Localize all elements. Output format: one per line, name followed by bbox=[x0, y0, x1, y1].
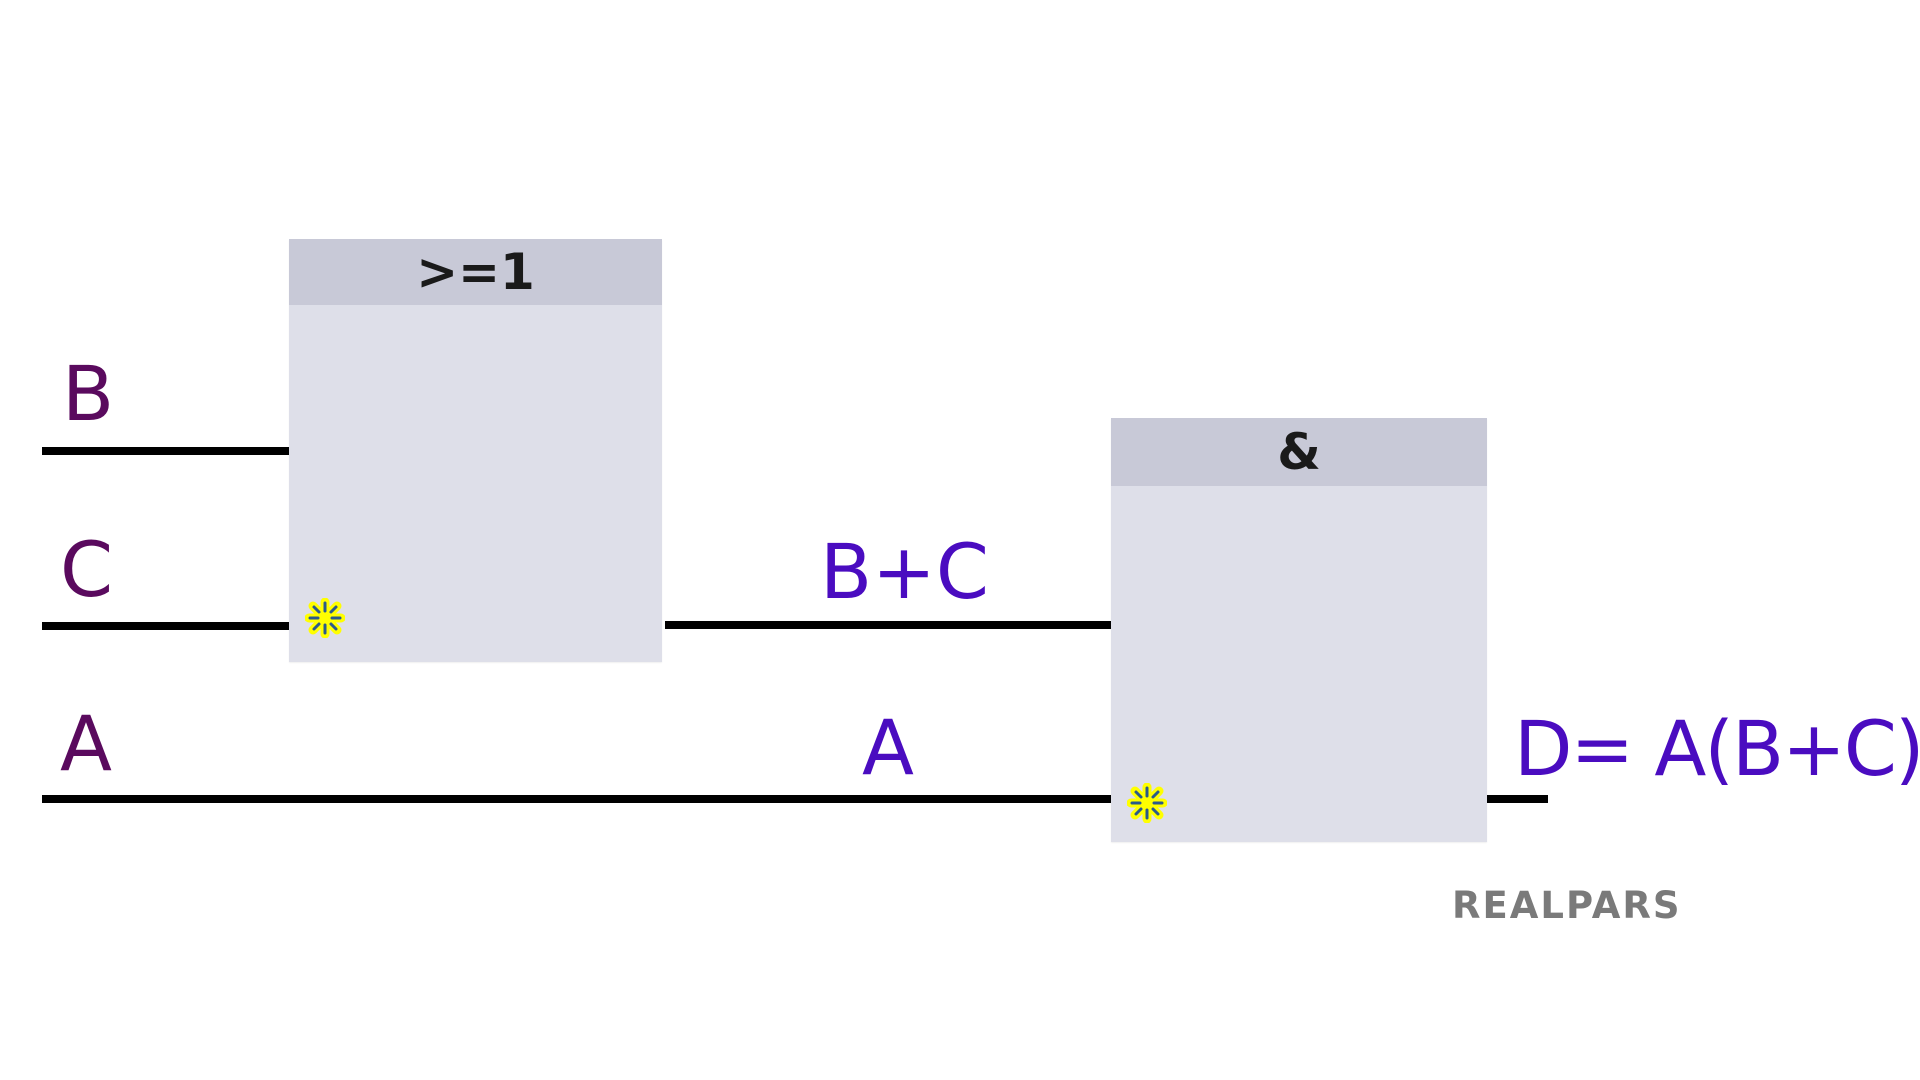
asterisk-icon bbox=[1127, 783, 1167, 823]
and-input-a-label: A bbox=[862, 703, 914, 792]
wire-or-output bbox=[665, 621, 1111, 629]
wire-input-c bbox=[42, 622, 289, 630]
wire-input-b bbox=[42, 447, 289, 455]
input-label-b: B bbox=[62, 349, 115, 438]
asterisk-icon bbox=[305, 598, 345, 638]
realpars-logo: REALPARS bbox=[1452, 884, 1682, 927]
or-operator-label: >=1 bbox=[416, 243, 535, 301]
or-output-label: B+C bbox=[820, 527, 989, 616]
input-label-c: C bbox=[60, 525, 114, 614]
wire-and-output bbox=[1487, 795, 1548, 803]
and-block[interactable]: & bbox=[1111, 418, 1487, 842]
or-block-header: >=1 bbox=[289, 239, 662, 305]
and-operator-label: & bbox=[1277, 423, 1321, 481]
input-label-a: A bbox=[60, 699, 112, 788]
and-block-header: & bbox=[1111, 418, 1487, 486]
or-block[interactable]: >=1 bbox=[289, 239, 662, 662]
wire-input-a bbox=[42, 795, 1111, 803]
and-output-label: D= A(B+C) bbox=[1514, 704, 1920, 793]
